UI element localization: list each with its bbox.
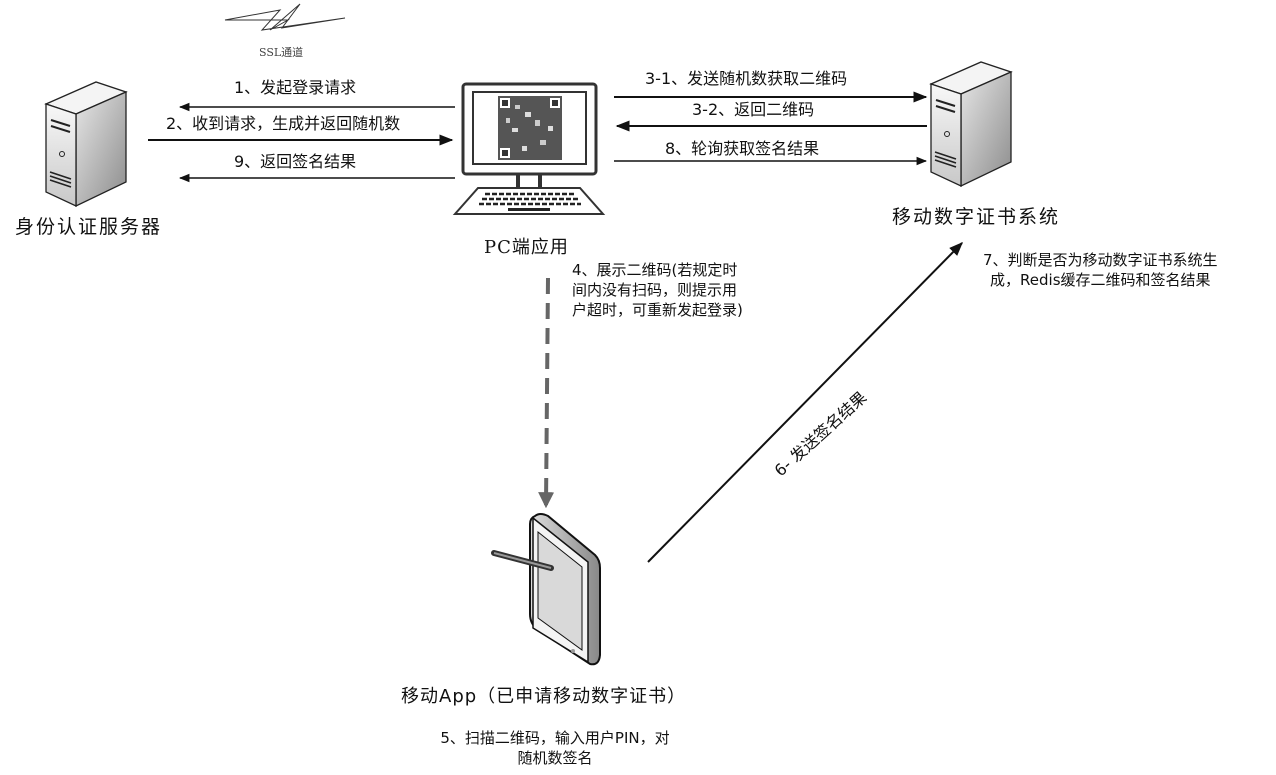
lightning-bolt-icon: [224, 3, 346, 31]
step-7-line: 成，Redis缓存二维码和签名结果: [990, 271, 1211, 289]
server-icon: [929, 61, 1013, 188]
pc-app-label: PC端应用: [484, 237, 569, 258]
tablet-with-stylus-icon: [491, 513, 601, 666]
step-5-line: 5、扫描二维码，输入用户PIN，对: [440, 729, 670, 747]
step-4-line: 4、展示二维码(若规定时: [572, 261, 738, 279]
step-2-label: 2、收到请求，生成并返回随机数: [166, 114, 401, 133]
step-7-line: 7、判断是否为移动数字证书系统生: [983, 251, 1218, 269]
step-1-label: 1、发起登录请求: [234, 78, 357, 97]
ssl-channel-label: SSL通道: [259, 46, 304, 59]
arrow-step-4: [538, 277, 555, 509]
desktop-computer-icon: [452, 82, 606, 215]
step-4-line: 间内没有扫码，则提示用: [572, 281, 738, 299]
step-5-line: 随机数签名: [517, 749, 593, 767]
server-icon: [44, 81, 128, 208]
step-8-label: 8、轮询获取签名结果: [665, 139, 820, 158]
step-5-note: 5、扫描二维码，输入用户PIN，对 随机数签名: [410, 728, 700, 768]
step-9-label: 9、返回签名结果: [234, 152, 357, 171]
mobile-app-label: 移动App（已申请移动数字证书）: [401, 686, 687, 707]
qr-code-icon: [498, 96, 562, 160]
step-4-line: 户超时，可重新发起登录): [572, 301, 743, 319]
auth-server-label: 身份认证服务器: [15, 216, 163, 238]
step-3-2-label: 3-2、返回二维码: [692, 100, 815, 119]
step-4-note: 4、展示二维码(若规定时 间内没有扫码，则提示用 户超时，可重新发起登录): [572, 260, 743, 320]
cert-system-label: 移动数字证书系统: [892, 206, 1061, 228]
step-7-note: 7、判断是否为移动数字证书系统生 成，Redis缓存二维码和签名结果: [983, 250, 1218, 290]
step-3-1-label: 3-1、发送随机数获取二维码: [645, 69, 848, 88]
arrow-step-6: [647, 242, 963, 563]
